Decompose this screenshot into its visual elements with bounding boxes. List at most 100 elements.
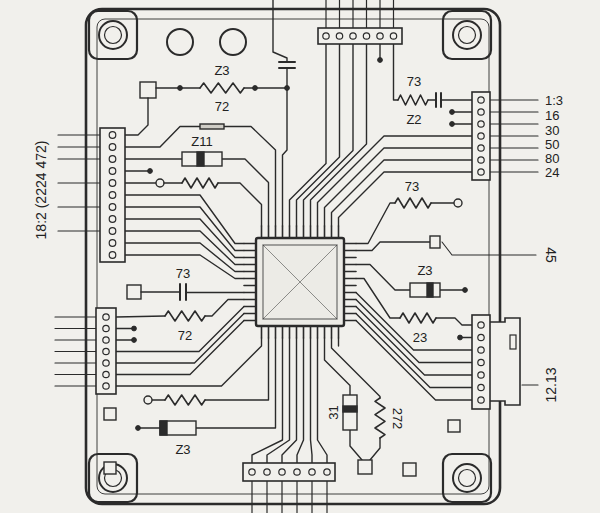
trace xyxy=(125,98,148,135)
junction-dot xyxy=(148,169,153,174)
lead-line xyxy=(58,230,100,231)
trace xyxy=(116,307,244,352)
trace xyxy=(116,321,244,375)
trace xyxy=(273,0,287,62)
callout-number: 12.13 xyxy=(544,365,558,404)
board-outline xyxy=(86,9,500,504)
header-pin xyxy=(103,348,109,354)
junction-dot xyxy=(450,122,455,127)
header-pin xyxy=(249,469,255,475)
corner-pad xyxy=(89,11,137,59)
solder-pad xyxy=(104,462,116,474)
diode-symbol xyxy=(343,395,357,430)
junction-dot xyxy=(178,86,183,91)
header-pin xyxy=(377,33,383,39)
header-pin xyxy=(478,133,484,139)
trace xyxy=(224,127,276,227)
trace xyxy=(116,338,262,386)
component-label: Z3 xyxy=(415,264,434,277)
resistor-symbol xyxy=(375,398,385,438)
component-label: 73 xyxy=(403,180,421,193)
junction-dot xyxy=(458,335,463,340)
chip-pin xyxy=(344,292,356,294)
trace xyxy=(116,314,244,364)
trace xyxy=(356,293,472,351)
header-pin xyxy=(363,33,369,39)
header-pin xyxy=(478,397,484,403)
header-pin xyxy=(109,192,116,199)
trace xyxy=(356,321,472,401)
diode-band xyxy=(197,152,204,166)
lead-line xyxy=(352,0,353,28)
latch-notch xyxy=(510,335,516,349)
header-pin xyxy=(103,360,109,366)
chip-pin xyxy=(244,271,256,273)
resistor-symbol xyxy=(395,198,431,208)
header-pin xyxy=(103,325,109,331)
trace xyxy=(138,427,160,428)
lead-line xyxy=(281,481,282,513)
mounting-hole-ring xyxy=(459,27,476,44)
pin-label: 30 xyxy=(543,124,561,137)
junction-dot xyxy=(463,288,468,293)
chip-pin xyxy=(310,226,312,238)
chip-pin xyxy=(344,313,356,315)
chip-pin xyxy=(244,250,256,252)
lead-line xyxy=(311,481,312,513)
trace xyxy=(255,87,287,88)
trace xyxy=(282,338,297,463)
header-pin xyxy=(294,469,300,475)
lead-line xyxy=(55,351,96,352)
header-pin xyxy=(350,33,356,39)
header-pin xyxy=(478,347,484,353)
trace xyxy=(356,265,410,291)
trace xyxy=(164,182,182,183)
callout-number: 45 xyxy=(544,245,558,265)
trace xyxy=(356,203,395,244)
component-label: Z11 xyxy=(189,135,214,148)
header-pin xyxy=(109,228,116,235)
trace xyxy=(152,399,165,400)
lead-line xyxy=(490,171,538,172)
trace xyxy=(332,338,381,398)
header-pin xyxy=(109,144,116,151)
trace xyxy=(318,136,473,226)
trace xyxy=(356,314,472,388)
trace xyxy=(431,202,454,203)
chip-pin xyxy=(296,226,298,238)
trace xyxy=(196,338,276,428)
chip-pin xyxy=(289,226,291,238)
lead-line xyxy=(490,99,538,100)
trace xyxy=(436,318,472,325)
leader-line xyxy=(442,242,536,255)
chip-pin xyxy=(317,226,319,238)
chip-pin xyxy=(244,299,256,301)
resistor-symbol xyxy=(400,313,436,323)
chip-pin xyxy=(344,320,356,322)
diode-symbol xyxy=(182,152,222,166)
junction-dot xyxy=(132,338,137,343)
chip-pin xyxy=(268,326,270,338)
header-pin xyxy=(109,132,116,139)
trace xyxy=(370,438,380,460)
mounting-hole xyxy=(453,464,481,492)
lead-line xyxy=(490,147,538,148)
chip-pin xyxy=(317,326,319,338)
chip-pin xyxy=(244,285,256,287)
lead-line xyxy=(55,385,96,386)
mounting-hole xyxy=(220,29,246,55)
chip-pin xyxy=(275,326,277,338)
header-pin xyxy=(478,157,484,163)
chip-pin xyxy=(289,326,291,338)
pin-header xyxy=(96,308,116,394)
chip-pin xyxy=(275,226,277,238)
trace xyxy=(218,183,262,226)
pin-header xyxy=(472,315,490,409)
trace xyxy=(186,292,244,293)
header-pin xyxy=(103,314,109,320)
trace xyxy=(267,338,290,463)
component-label: 272 xyxy=(391,405,404,431)
solder-pad xyxy=(454,199,462,207)
chip-pin xyxy=(244,292,256,294)
component-label: 72 xyxy=(213,100,231,113)
